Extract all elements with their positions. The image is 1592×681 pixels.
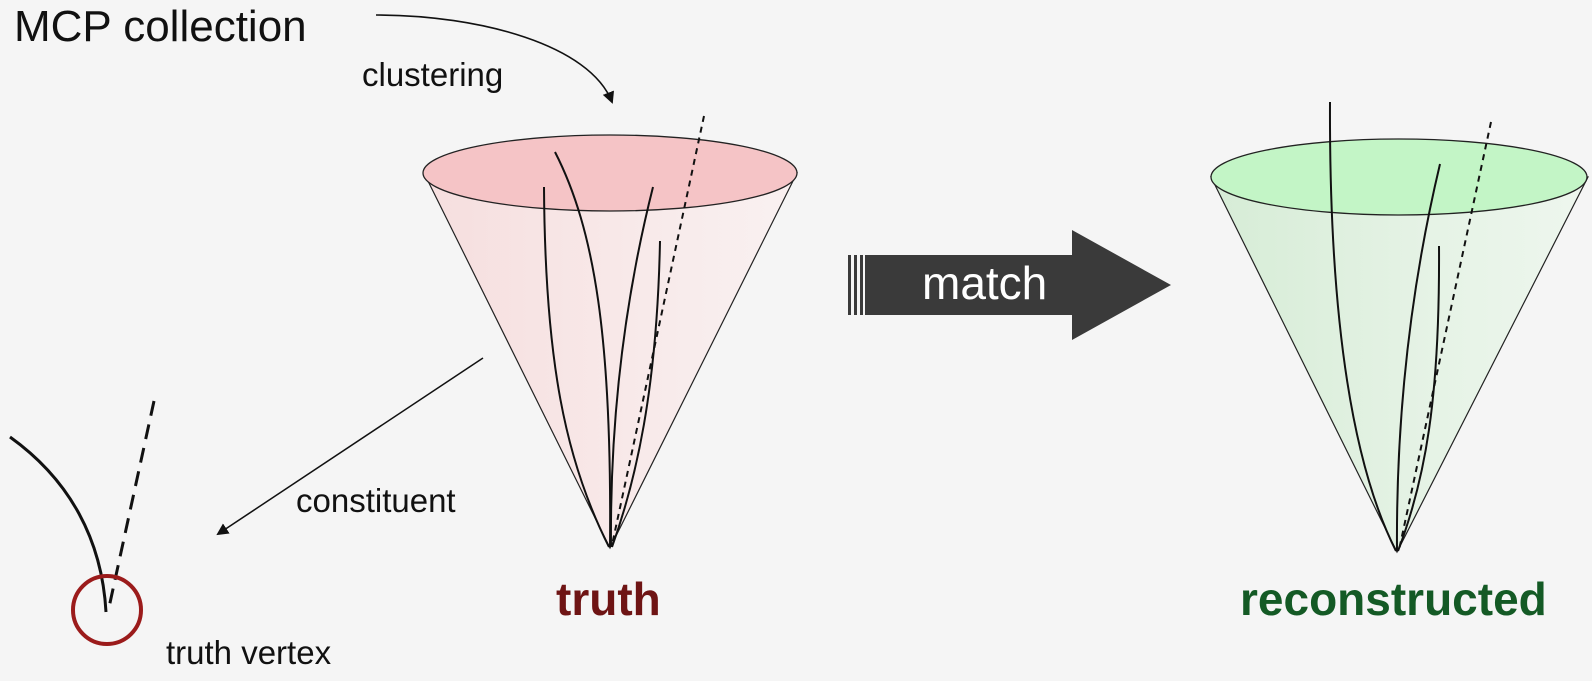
reco-track (1328, 101, 1397, 552)
constituent-neutral-track (106, 400, 156, 613)
clustering-arrow (375, 14, 614, 104)
clustering-label: clustering (362, 56, 504, 93)
reconstructed-cone (1210, 101, 1589, 554)
truth-track (543, 186, 610, 548)
reconstructed-label: reconstructed (1240, 573, 1547, 625)
truth-neutral-track (611, 115, 705, 546)
truth-vertex-label: truth vertex (166, 634, 332, 671)
constituent-arrow (216, 357, 484, 536)
reco-neutral-track (1398, 121, 1492, 551)
match-arrow (848, 230, 1171, 340)
diagram-title: MCP collection (14, 2, 307, 51)
constituent-track (9, 435, 108, 613)
match-label: match (922, 257, 1048, 309)
truth-track (554, 151, 612, 548)
constituent-label: constituent (296, 482, 456, 519)
truth-track (609, 186, 654, 548)
truth-label: truth (556, 573, 661, 625)
truth-track (611, 240, 661, 548)
reco-track (1397, 245, 1441, 552)
truth-cone (422, 115, 798, 550)
reco-track (1395, 163, 1441, 552)
truth-vertex-circle (71, 574, 143, 646)
